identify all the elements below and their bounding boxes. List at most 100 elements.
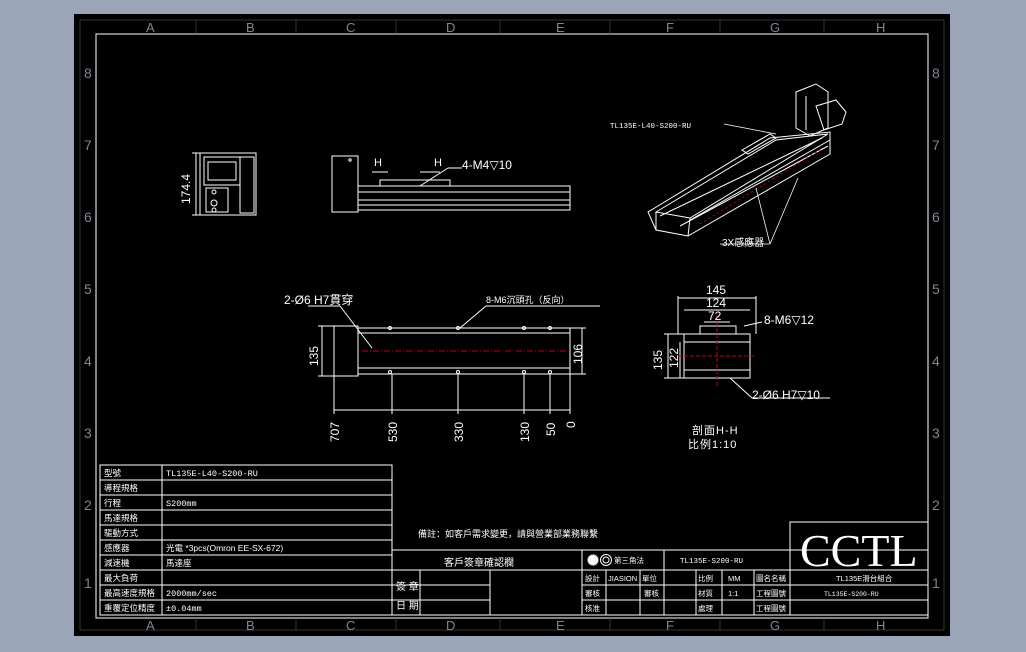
spec-label: 馬達規格: [104, 513, 139, 523]
section-dim-145: 145: [706, 283, 726, 297]
remark-note: 備註：如客戶需求變更，請與營業部業務聯繫: [418, 528, 598, 539]
col-label: B: [246, 20, 255, 35]
check-label: 審核: [585, 588, 600, 598]
spec-value: 馬達座: [166, 558, 192, 568]
check-value: 審核: [644, 588, 659, 598]
section-dim-122: 122: [667, 348, 681, 368]
row-label: 3: [84, 425, 92, 441]
col-label: H: [876, 618, 885, 633]
unit-value: MM: [728, 574, 741, 583]
designer-value: JIASION: [608, 574, 637, 583]
row-label: 1: [84, 575, 92, 591]
spec-table-grid: [99, 464, 393, 616]
baseline-dim: 50: [544, 422, 558, 436]
col-label: F: [666, 20, 674, 35]
spec-label: 最高速度規格: [104, 588, 156, 598]
row-label: 7: [932, 137, 940, 153]
col-label: G: [770, 618, 780, 633]
spec-table: 型號 TL135E-L40-S200-RU 導程規格 行程 S200mm 馬達規…: [104, 468, 283, 614]
side-height-dim: 174.4: [179, 174, 193, 204]
work-order-label: 工程圖號: [756, 603, 786, 613]
spec-label: 型號: [104, 468, 122, 478]
col-label: E: [556, 618, 565, 633]
designer-label: 設計: [585, 573, 600, 583]
spec-label: 驅動方式: [104, 528, 139, 538]
plan-pin-callout: 2-Ø6 H7貫穿: [284, 292, 353, 307]
spec-value: 2000mm/sec: [166, 589, 217, 599]
scale-label: 比例: [698, 573, 713, 583]
col-label: H: [876, 20, 885, 35]
row-label: 2: [84, 497, 92, 513]
section-scale: 比例1:10: [688, 437, 737, 451]
col-label: B: [246, 618, 255, 633]
unit-label: 單位: [642, 573, 657, 583]
baseline-dim: 707: [328, 422, 342, 442]
company-logo: CCTL: [800, 525, 918, 576]
section-dim-124: 124: [706, 296, 726, 310]
spec-value: 光電 *3pcs(Omron EE-SX-672): [166, 543, 283, 553]
iso-leader: [720, 177, 799, 245]
row-label: 5: [84, 281, 92, 297]
plan-baseline-dims: 707 530 330 130 50 0: [328, 421, 578, 442]
part-name-label: 圖名名稱: [756, 573, 786, 583]
baseline-dim: 0: [564, 421, 578, 428]
front-view: [331, 155, 571, 213]
title-block-cells: 設計 JIASION 單位 比例 MM 圖名名稱 審核 審核 材質 1:1 工程…: [585, 573, 786, 613]
treatment-label: 處理: [698, 603, 713, 613]
row-label: 6: [932, 209, 940, 225]
scale-value: 1:1: [728, 589, 738, 598]
plan-tap-callout: 8-M6沉頭孔（反向）: [486, 294, 570, 305]
plan-width-dim: 106: [571, 344, 585, 364]
side-view: [192, 152, 257, 216]
section-dim-135: 135: [651, 350, 665, 370]
customer-confirm-label: 客戶簽章確認欄: [444, 556, 514, 569]
section-mark-right: H: [434, 157, 442, 169]
section-mark-left: H: [374, 157, 382, 169]
sign-label: 簽 章: [396, 580, 419, 593]
projection-symbol-icon: [588, 555, 598, 565]
row-label: 8: [932, 65, 940, 81]
col-label: D: [446, 20, 455, 35]
material-label: 材質: [698, 588, 713, 598]
col-label: G: [770, 20, 780, 35]
col-label: A: [146, 20, 155, 35]
section-centerlines: [678, 316, 756, 388]
row-label: 1: [932, 575, 940, 591]
front-hole-callout: 4-M4▽10: [462, 158, 512, 172]
drawing-code: TL135E-S200-RU: [824, 591, 879, 598]
baseline-dim: 130: [518, 422, 532, 442]
row-label: 5: [932, 281, 940, 297]
row-label: 8: [84, 65, 92, 81]
spec-label: 最大負荷: [104, 573, 139, 583]
projection-label: 第三角法: [614, 555, 644, 565]
iso-sensor-marks: [699, 149, 821, 225]
section-title: 剖面H-H: [692, 423, 739, 437]
spec-label: 感應器: [104, 543, 130, 553]
col-label: F: [666, 618, 674, 633]
section-view: [664, 296, 830, 399]
spec-value: ±0.04mm: [166, 604, 202, 614]
section-dim-72: 72: [708, 309, 722, 323]
iso-sensor-label: 3X感應器: [722, 236, 764, 249]
spec-label: 行程: [104, 498, 122, 508]
baseline-dim: 330: [452, 422, 466, 442]
outer-border: [79, 19, 945, 631]
spec-label: 減速機: [104, 558, 130, 568]
col-label: E: [556, 20, 565, 35]
approve-label: 核准: [585, 603, 600, 613]
plan-height-dim: 135: [307, 346, 321, 366]
baseline-dim: 530: [386, 422, 400, 442]
drawing-no-label: 工程圖號: [756, 588, 786, 598]
section-tap-callout: 8-M6▽12: [764, 313, 814, 327]
drawing-no-top: TL135E-S200-RU: [680, 558, 743, 566]
row-label: 2: [932, 497, 940, 513]
col-label: C: [346, 20, 355, 35]
row-label: 7: [84, 137, 92, 153]
date-label: 日 期: [396, 600, 419, 612]
iso-view: [647, 83, 847, 237]
plan-view: [308, 305, 600, 414]
spec-label: 導程規格: [104, 483, 139, 493]
col-label: D: [446, 618, 455, 633]
